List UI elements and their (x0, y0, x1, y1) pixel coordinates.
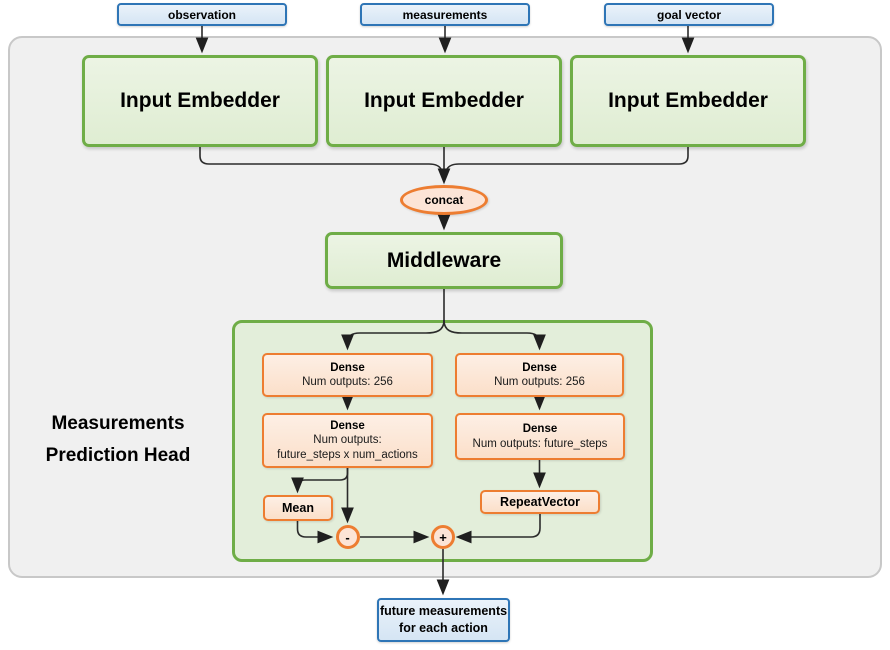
output-box-future-measurements: future measurements for each action (377, 598, 510, 642)
dense-right-bottom-box: Dense Num outputs: future_steps (455, 413, 625, 460)
input-box-goal-vector: goal vector (604, 3, 774, 26)
add-operator: + (431, 525, 455, 549)
dense-title: Dense (522, 423, 558, 435)
dense-subtitle: Num outputs: 256 (302, 376, 393, 388)
dense-title: Dense (522, 361, 557, 374)
dense-right-top-box: Dense Num outputs: 256 (455, 353, 624, 397)
add-operator-label: + (439, 529, 447, 545)
input-box-measurements-label: measurements (402, 7, 488, 22)
concat-label: concat (424, 193, 464, 207)
dense-subtitle: Num outputs: future_steps (472, 437, 608, 450)
input-embedder-goal-vector: Input Embedder (570, 55, 806, 147)
prediction-head-title-line1: Measurements (51, 413, 185, 434)
prediction-head-title-line2: Prediction Head (45, 445, 191, 466)
concat-node: concat (400, 185, 488, 215)
dense-subtitle: Num outputs: (313, 434, 382, 447)
dense-title: Dense (330, 419, 365, 432)
dense-subtitle: Num outputs: 256 (494, 376, 585, 388)
output-box-line2: for each action (399, 621, 488, 635)
input-embedder-measurements: Input Embedder (326, 55, 562, 147)
dense-left-bottom-box: Dense Num outputs: future_steps x num_ac… (262, 413, 433, 468)
mean-label: Mean (282, 500, 314, 515)
input-embedder-label: Input Embedder (608, 89, 768, 112)
input-embedder-observation: Input Embedder (82, 55, 318, 147)
subtract-operator-label: - (345, 529, 350, 545)
input-box-observation-label: observation (167, 7, 236, 22)
dense-title: Dense (330, 361, 365, 374)
input-embedder-label: Input Embedder (120, 89, 280, 112)
prediction-head-title: Measurements Prediction Head (12, 408, 224, 472)
input-box-goal-vector-label: goal vector (656, 7, 722, 22)
input-box-measurements: measurements (360, 3, 530, 26)
middleware-label: Middleware (386, 248, 502, 272)
subtract-operator: - (335, 525, 360, 549)
input-box-observation: observation (117, 3, 287, 26)
repeat-vector-box: RepeatVector (480, 490, 600, 514)
output-box-line1: future measurements (379, 604, 508, 618)
input-embedder-label: Input Embedder (364, 89, 524, 112)
dense-subtitle2: future_steps x num_actions (277, 448, 418, 461)
mean-box: Mean (263, 495, 333, 521)
dense-left-top-box: Dense Num outputs: 256 (262, 353, 433, 397)
middleware-box: Middleware (325, 232, 563, 289)
repeat-vector-label: RepeatVector (500, 494, 580, 509)
